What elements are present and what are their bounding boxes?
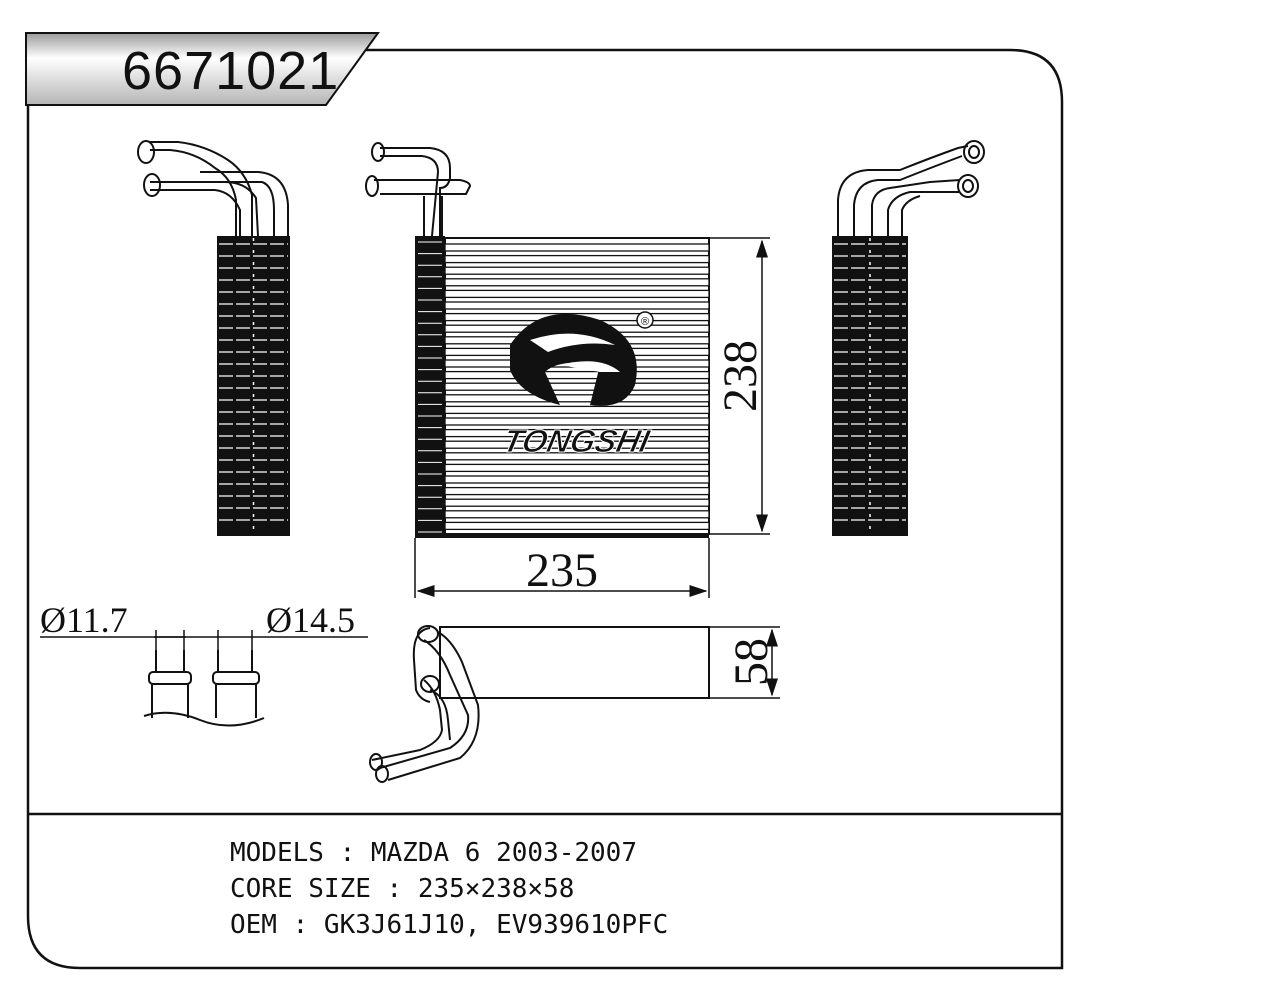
part-number: 6671021 (122, 41, 340, 101)
right-side-view (832, 140, 985, 536)
logo-brand-text: TONGSHI (500, 423, 654, 459)
left-side-view (137, 140, 290, 536)
depth-view: 58 (369, 625, 780, 783)
width-dimension-label: 235 (526, 544, 598, 597)
tongshi-logo: ® TONGSHI (499, 311, 654, 459)
pipe-detail: Ø11.7 Ø14.5 (40, 600, 368, 727)
pipe-small-diameter-label: Ø11.7 (40, 600, 128, 640)
info-oem: OEM : GK3J61J10, EV939610PFC (230, 910, 669, 940)
depth-dimension-label: 58 (725, 638, 778, 686)
info-core-size: CORE SIZE : 235×238×58 (230, 874, 575, 904)
pipe-large-diameter-label: Ø14.5 (266, 600, 355, 640)
part-number-tab (25, 32, 380, 106)
info-models: MODELS : MAZDA 6 2003-2007 (230, 838, 637, 868)
front-view: ® TONGSHI 238 235 (365, 142, 770, 598)
registered-mark: ® (641, 316, 649, 328)
height-dimension-label: 238 (714, 340, 767, 412)
